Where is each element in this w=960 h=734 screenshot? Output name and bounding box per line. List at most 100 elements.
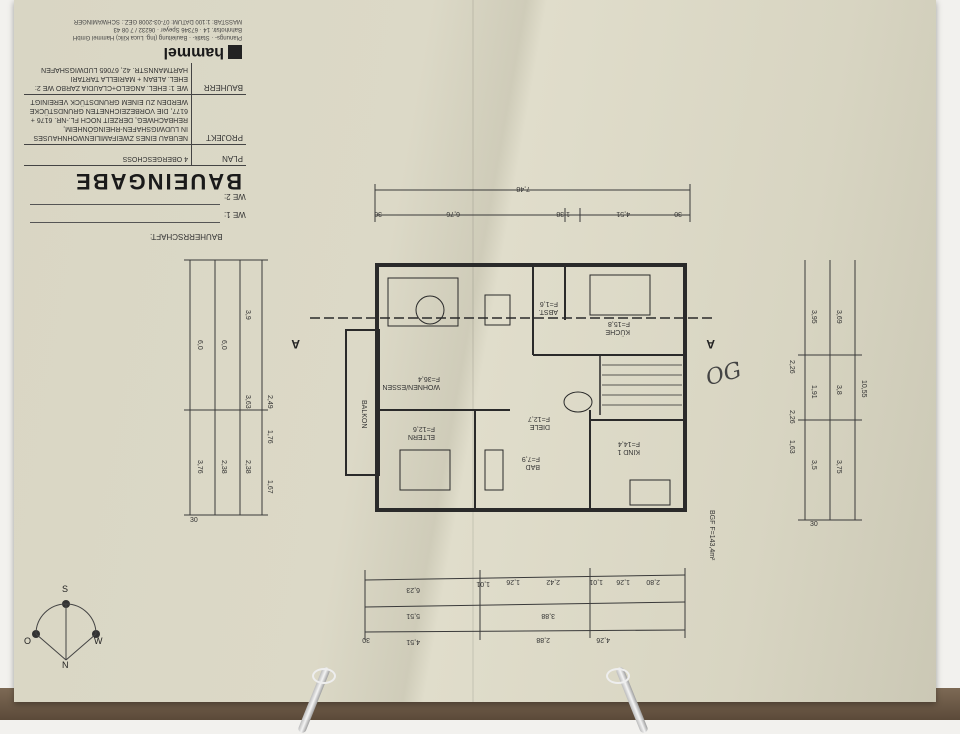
ring-left xyxy=(312,668,336,684)
dim-label: 3,88 xyxy=(541,612,555,619)
dim-label: 2,88 xyxy=(536,636,550,643)
room-area: F=12,7 xyxy=(528,415,550,422)
dim-label: 3,76 xyxy=(196,460,203,474)
dim-label: 6,23 xyxy=(406,586,420,593)
dim-label: 30 xyxy=(810,521,818,528)
coffee-table xyxy=(415,295,445,325)
dim-label: 3,8 xyxy=(835,385,842,395)
ring-right xyxy=(606,668,630,684)
staircase xyxy=(602,364,682,406)
dim-label: 4,51 xyxy=(406,638,420,645)
dim-label: 3,9 xyxy=(244,310,251,320)
title-row-bauherr: BAUHERR WE 1: EHEL. ANGELO+CLAUDIA ZARBO… xyxy=(24,63,246,95)
room-area: F=36,4 xyxy=(418,375,440,382)
dim-label: 30 xyxy=(362,636,370,643)
dim-label: 1,67 xyxy=(266,480,273,494)
title-row-projekt: PROJEKT NEUBAU EINES ZWEIFAMILIENWOHNHAU… xyxy=(24,95,246,145)
room-area: F=1,6 xyxy=(540,300,558,307)
floor-plan-drawing: WOHNEN/ESSEN F=36,4 KÜCHE F=15,8 ABST. F… xyxy=(184,184,867,645)
compass-north: N xyxy=(62,660,69,670)
dim-label: 7,48 xyxy=(516,185,530,192)
room-label: ABST. xyxy=(538,308,558,315)
dim-label: 2,42 xyxy=(546,578,560,585)
compass-south: S xyxy=(62,584,69,594)
title-value: 4 OBERGESCHOSS xyxy=(122,155,188,162)
bgf-label: BGF F=143,4m² xyxy=(708,510,715,561)
dim-label: 1,76 xyxy=(266,430,273,444)
dim-line xyxy=(364,601,686,608)
meta-line: MASSTAB: 1:100 DATUM: 07-03-2008 GEZ.: S… xyxy=(73,18,242,24)
title-key: BAUHERR xyxy=(191,63,246,94)
title-value: WE 1: EHEL. ANGELO+CLAUDIA ZARBO WE 2: E… xyxy=(34,66,188,91)
dim-label: 1,01 xyxy=(476,580,490,587)
room-label: BALKON xyxy=(360,400,367,428)
dim-label: 1,26 xyxy=(616,578,630,585)
dim-label: 1,01 xyxy=(589,578,603,585)
dim-label: 30 xyxy=(190,517,198,524)
balcony-outline xyxy=(345,329,380,476)
we2-line xyxy=(30,204,220,205)
dim-label: 1,91 xyxy=(810,385,817,399)
dim-label: 6,0 xyxy=(220,340,227,350)
title-key: PLAN xyxy=(191,145,246,165)
address-line: Bahnhofstr. 14 · 67346 Speyer · 06232 / … xyxy=(113,26,242,32)
dim-label: 3,69 xyxy=(835,310,842,324)
dim-line xyxy=(364,629,686,633)
dim-label: 1,26 xyxy=(506,578,520,585)
room-label: ELTERN xyxy=(408,433,435,440)
title-row-plan: PLAN 4 OBERGESCHOSS xyxy=(24,145,246,166)
bed-kid xyxy=(629,479,671,506)
company-line: Planungs- · Statik- · Bauleitung (Ing. L… xyxy=(72,34,242,40)
dim-label: 2,49 xyxy=(266,395,273,409)
dim-label: 5,51 xyxy=(406,612,420,619)
dim-label: 2,26 xyxy=(788,410,795,424)
dim-label: 1,63 xyxy=(788,440,795,454)
title-key: PROJEKT xyxy=(191,95,246,144)
dim-label: 3,75 xyxy=(835,460,842,474)
room-label: KÜCHE xyxy=(605,328,630,336)
logo-mark-icon xyxy=(228,45,242,59)
company-logo: hammel xyxy=(24,41,246,63)
room-label: DIELE xyxy=(529,423,550,430)
floor-plan-sheet xyxy=(14,0,936,702)
room-area: F=7,9 xyxy=(522,455,540,462)
compass-icon xyxy=(32,600,100,661)
dim-label: 4,51 xyxy=(616,210,630,217)
dining-table xyxy=(484,294,511,326)
dim-label: 1,38 xyxy=(556,210,570,217)
logo-text: hammel xyxy=(163,44,224,61)
bathtub xyxy=(484,449,504,491)
sofa xyxy=(387,277,459,327)
kitchen-counter xyxy=(589,274,651,316)
dim-label: 6,0 xyxy=(196,340,203,350)
paper-fold xyxy=(472,0,474,702)
outer-wall xyxy=(375,263,687,512)
title-value: NEUBAU EINES ZWEIFAMILIENWOHNHAUSES IN L… xyxy=(29,98,188,141)
room-label: BAD xyxy=(526,463,540,470)
bed-parents xyxy=(399,449,451,491)
dim-label: 4,26 xyxy=(596,636,610,643)
dim-label: 3,63 xyxy=(244,395,251,409)
dim-label: 6,76 xyxy=(446,210,460,217)
dim-label: 3,5 xyxy=(810,460,817,470)
dim-label: 2,80 xyxy=(646,578,660,585)
room-label: KIND 1 xyxy=(617,448,640,455)
section-marker-left: A xyxy=(291,337,300,351)
dim-label: 2,26 xyxy=(788,360,795,374)
compass-east: O xyxy=(24,636,32,646)
dim-label: 30 xyxy=(374,210,382,217)
room-area: F=14,4 xyxy=(618,440,640,447)
dim-label: 3,95 xyxy=(810,310,817,324)
dim-label: 30 xyxy=(674,210,682,217)
round-window xyxy=(563,391,593,413)
room-label: WOHNEN/ESSEN xyxy=(382,383,440,390)
section-marker-right: A xyxy=(706,337,715,351)
compass-rose: S O W N xyxy=(24,584,108,674)
we1-line xyxy=(30,222,220,223)
room-area: F=15,8 xyxy=(608,320,630,327)
room-area: F=12,6 xyxy=(413,425,435,432)
dim-label: 2,38 xyxy=(220,460,227,474)
dim-label: 10,55 xyxy=(860,380,867,398)
dim-label: 2,38 xyxy=(244,460,251,474)
compass-west: W xyxy=(94,636,103,646)
